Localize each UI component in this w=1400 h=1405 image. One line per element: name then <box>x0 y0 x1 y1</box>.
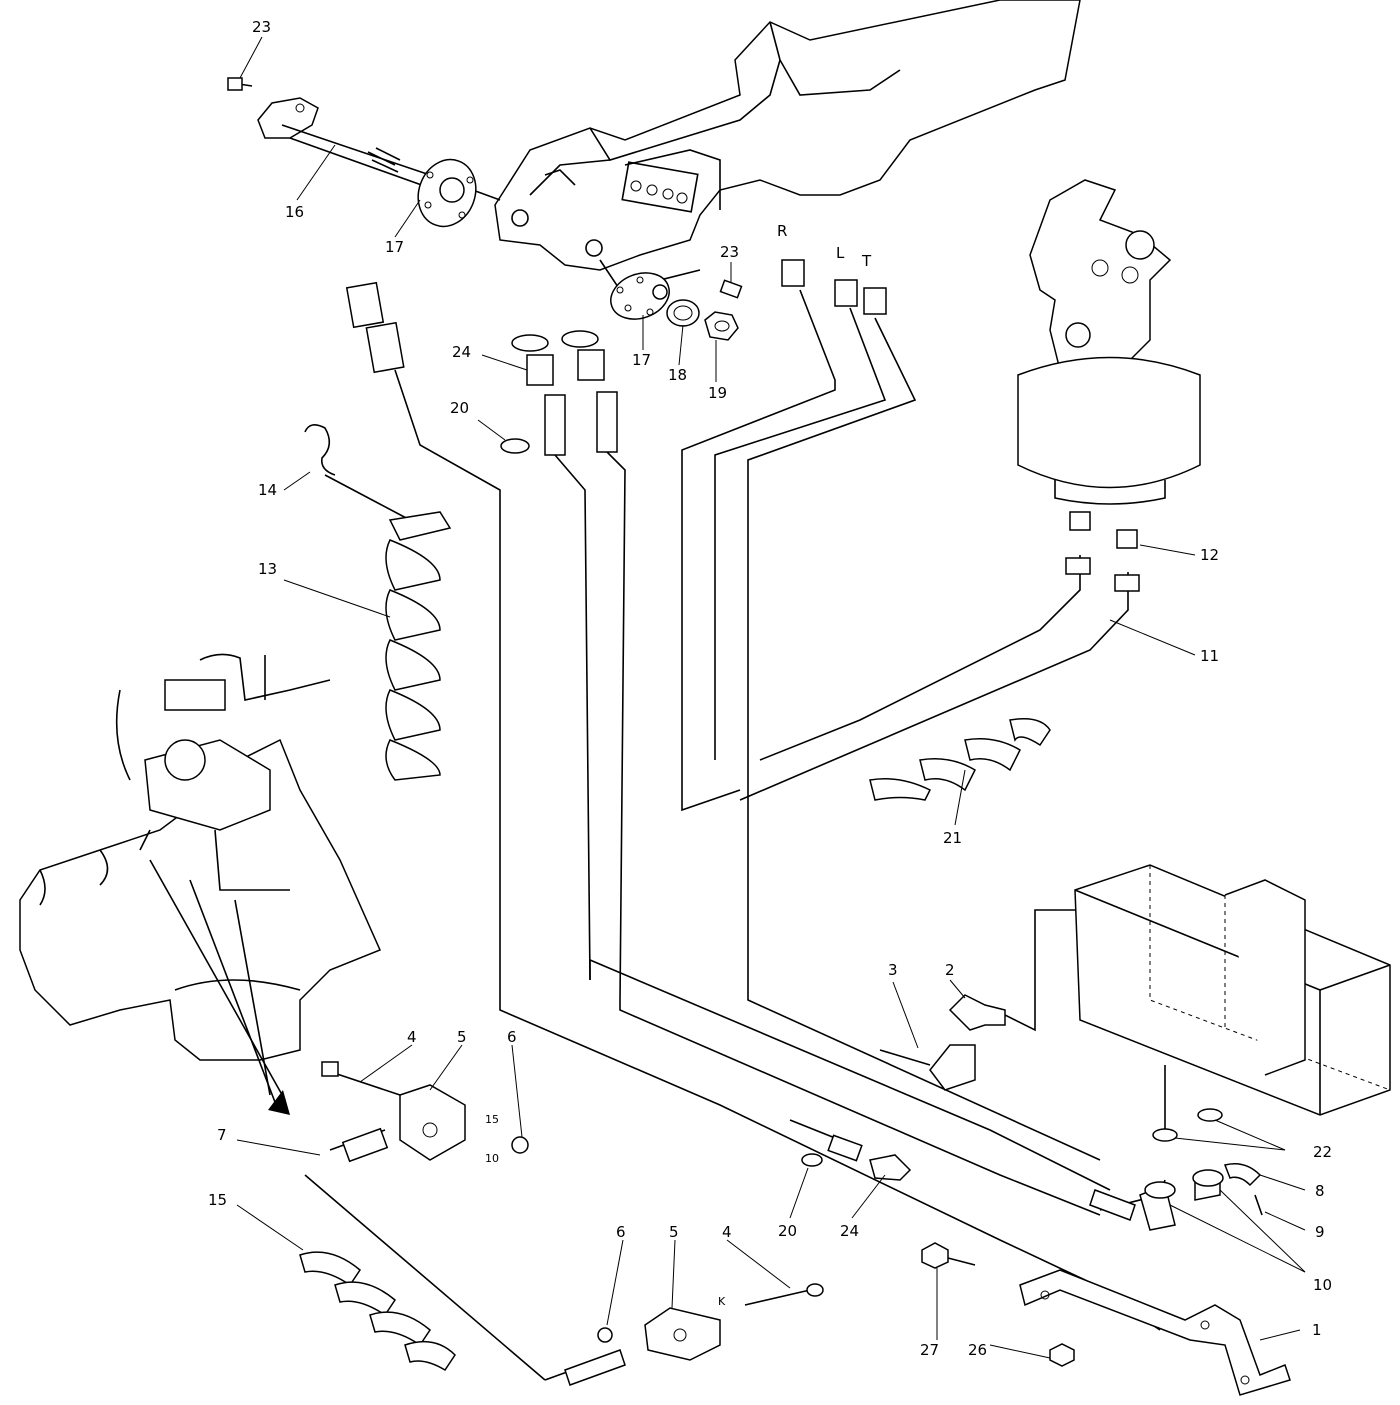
callout-24-top: 24 <box>452 343 471 361</box>
callout-6-lower: 6 <box>616 1223 626 1241</box>
callout-8: 8 <box>1315 1182 1325 1200</box>
spiral-guard-21 <box>869 718 1051 801</box>
mark-k: K <box>718 1295 726 1308</box>
spiral-guard-13 <box>304 424 452 781</box>
callout-27: 27 <box>920 1341 939 1359</box>
left-long-hose <box>345 281 1161 1331</box>
pipe-assembly-16 <box>227 77 501 228</box>
port-label-t: T <box>861 252 872 270</box>
mark-10: 10 <box>485 1152 499 1165</box>
callout-12: 12 <box>1200 546 1219 564</box>
callout-14: 14 <box>258 481 277 499</box>
valve-block-lower <box>564 1283 824 1386</box>
callout-5-lower: 5 <box>669 1223 679 1241</box>
callout-6-upper: 6 <box>507 1028 517 1046</box>
port-hoses <box>589 259 1111 1216</box>
callout-16: 16 <box>285 203 304 221</box>
callout-18: 18 <box>668 366 687 384</box>
callout-2: 2 <box>945 961 955 979</box>
mark-15: 15 <box>485 1113 499 1126</box>
flange-seal-nut-group <box>610 272 743 341</box>
port-letters: R L T 15 10 K <box>485 222 872 1308</box>
mounting-bracket <box>921 1242 1291 1396</box>
callout-3: 3 <box>888 961 898 979</box>
callout-19: 19 <box>708 384 727 402</box>
callout-13: 13 <box>258 560 277 578</box>
callout-11: 11 <box>1200 647 1219 665</box>
callout-5-upper: 5 <box>457 1028 467 1046</box>
callout-1: 1 <box>1312 1321 1322 1339</box>
callout-20-top: 20 <box>450 399 469 417</box>
center-lower-fittings <box>789 1119 912 1181</box>
callout-26: 26 <box>968 1341 987 1359</box>
callout-17-mid: 17 <box>632 351 651 369</box>
callout-4-lower: 4 <box>722 1223 732 1241</box>
callout-20-bottom: 20 <box>778 1222 797 1240</box>
callout-labels: 23 16 17 23 17 18 19 24 20 14 13 12 11 2… <box>208 18 1332 1359</box>
return-fittings <box>1089 1108 1263 1231</box>
callout-4-upper: 4 <box>407 1028 417 1046</box>
oil-tank <box>1074 864 1391 1130</box>
port-label-r: R <box>777 222 787 240</box>
elbow-fittings-2-3 <box>879 909 1080 1091</box>
callout-9: 9 <box>1315 1223 1325 1241</box>
arrow-leaders <box>149 859 290 1115</box>
callout-7: 7 <box>217 1126 227 1144</box>
callout-22: 22 <box>1313 1143 1332 1161</box>
callout-24-bottom: 24 <box>840 1222 859 1240</box>
callout-23-mid: 23 <box>720 243 739 261</box>
center-fittings <box>500 330 626 1001</box>
callout-23-top: 23 <box>252 18 271 36</box>
callout-10: 10 <box>1313 1276 1332 1294</box>
port-label-l: L <box>836 244 845 262</box>
spiral-guard-15 <box>299 1251 456 1372</box>
callout-leaders <box>236 36 1306 1359</box>
valve-block-upper <box>304 1061 601 1381</box>
machine-body <box>19 653 382 1061</box>
callout-15: 15 <box>208 1191 227 1209</box>
callout-17-top: 17 <box>385 238 404 256</box>
callout-21: 21 <box>943 829 962 847</box>
boom-arm <box>494 0 1081 291</box>
rotator-unit <box>739 179 1201 801</box>
